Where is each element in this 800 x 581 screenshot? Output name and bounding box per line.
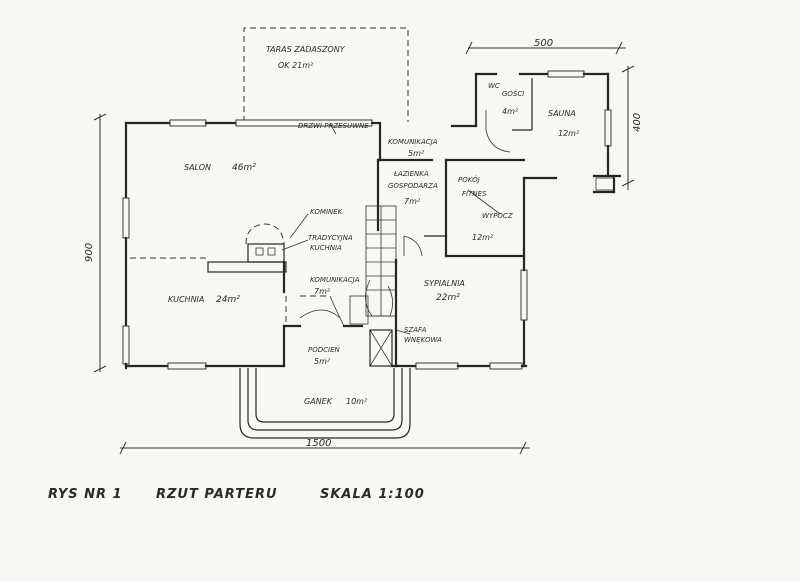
podlsien-area: 5m² [314,357,331,366]
wc-area: 4m² [502,107,519,116]
tradycyjna-line2: KUCHNIA [310,244,342,252]
dimension-lines [93,41,635,455]
dimension-labels: 500 400 900 1500 [84,38,643,449]
szafa-line2: WNĘKOWA [404,336,442,344]
taras-area: OK 21m² [278,61,314,70]
porch-outline [239,368,411,439]
sauna-area: 12m² [558,129,580,138]
dim-bottom: 1500 [306,438,331,449]
kominek-label: KOMINEK [310,208,344,216]
interior-walls [130,123,526,368]
salon-area: 46m² [232,163,256,173]
lazienka-line2: GOSPODARZA [388,182,438,190]
komunikacja-top-area: 5m² [408,149,425,158]
caption-title: RZUT PARTERU [156,487,278,502]
wc-name: WC [488,82,500,90]
exterior-walls [122,119,558,370]
caption-number: RYS NR 1 [48,487,123,502]
lazienka-line1: ŁAZIENKA [393,170,429,178]
drawing-caption: RYS NR 1 RZUT PARTERU SKALA 1:100 [48,487,425,502]
dim-right: 400 [632,113,643,132]
sypialnia-area: 22m² [436,293,460,303]
komunikacja-mid-area: 7m² [314,287,331,296]
podlsien-name: PODCIEŃ [308,345,340,354]
pokoj-line1: POKÓJ [458,175,480,184]
ganek-area: 10m² [346,397,368,406]
sauna-name: SAUNA [548,109,576,118]
kuchnia-area: 24m² [216,295,240,305]
pokoj-line2: FITNES [462,190,487,198]
ganek-name: GANEK [304,397,333,406]
szafa-line1: SZAFA [404,326,427,334]
room-labels: TARAS ZADASZONY OK 21m² DRZWI PRZESUWNE … [168,45,580,406]
annotation-arrows [281,123,411,335]
komunikacja-mid-name: KOMUNIKACJA [310,276,360,284]
tradycyjna-line1: TRADYCYJNA [308,234,353,242]
pokoj-area: 12m² [472,233,494,242]
dim-top: 500 [534,38,553,49]
caption-scale: SKALA 1:100 [320,487,425,502]
drzwi-label: DRZWI PRZESUWNE [298,122,369,130]
sypialnia-name: SYPIALNIA [424,279,465,288]
wc-sub: GOŚCI [502,89,524,98]
kuchnia-name: KUCHNIA [168,295,204,304]
annex-walls [450,70,622,194]
salon-name: SALON [184,163,211,172]
wypoczynek-label: WYPOCZ [482,212,513,220]
taras-name: TARAS ZADASZONY [266,45,346,54]
komunikacja-top-name: KOMUNIKACJA [388,138,438,146]
dim-left: 900 [84,243,95,262]
lazienka-area: 7m² [404,197,421,206]
terrace-outline [243,27,409,122]
